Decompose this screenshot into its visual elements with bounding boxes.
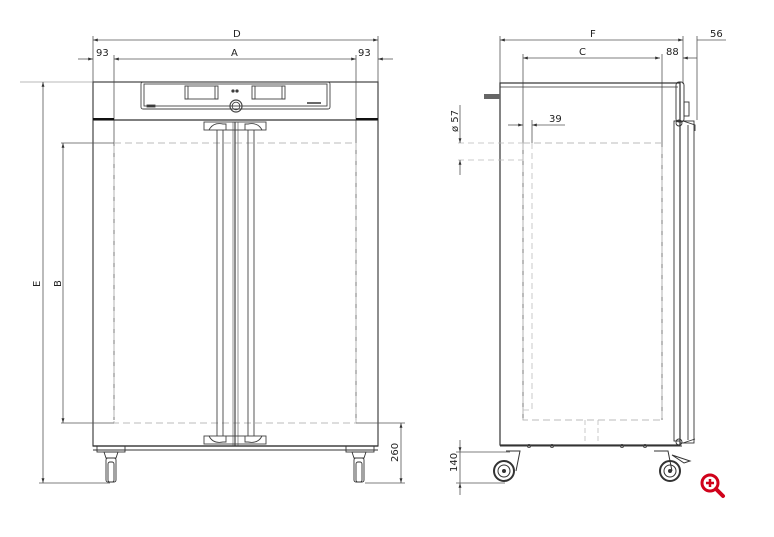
dimension-label-140: 140 xyxy=(449,453,460,472)
dimension-label-260: 260 xyxy=(390,443,401,462)
dimension-label-left-93: 93 xyxy=(96,48,109,59)
door-handles xyxy=(203,121,267,446)
caster-right xyxy=(345,445,375,483)
dimension-label-88: 88 xyxy=(666,47,679,58)
dimension-label-39: 39 xyxy=(549,114,562,125)
side-cabinet-body xyxy=(499,82,681,446)
dimension-label-e: E xyxy=(32,281,43,287)
side-interior-outline xyxy=(522,142,663,421)
cable-gland-icon xyxy=(484,94,500,99)
dimension-label-f: F xyxy=(590,29,596,40)
control-panel xyxy=(140,81,331,113)
dimension-label-b: B xyxy=(53,280,64,287)
display-right xyxy=(254,85,283,100)
dimension-f xyxy=(499,36,726,120)
dimension-label-c: C xyxy=(579,47,586,58)
dimension-e xyxy=(39,82,110,484)
side-door xyxy=(673,81,696,446)
zoom-in-icon xyxy=(700,473,725,498)
side-view: F 56 C 88 39 ø 57 xyxy=(449,29,726,495)
zoom-in-button[interactable] xyxy=(700,473,726,499)
dimension-label-right-93: 93 xyxy=(358,48,371,59)
base-holes xyxy=(527,443,648,448)
dimension-c xyxy=(522,54,697,420)
display-left xyxy=(187,85,216,100)
side-caster-front-braked xyxy=(654,450,692,482)
dimension-label-a: A xyxy=(231,48,238,59)
dimension-label-56: 56 xyxy=(710,29,723,40)
dimension-label-d: D xyxy=(233,29,241,40)
dimension-39 xyxy=(508,120,565,143)
front-view: D A 93 93 xyxy=(20,29,405,484)
dimension-label-diameter-57: ø 57 xyxy=(450,110,461,132)
dimension-260 xyxy=(356,422,405,484)
caster-left xyxy=(96,445,126,483)
dimension-140 xyxy=(456,440,510,495)
side-caster-rear xyxy=(493,450,521,482)
dimension-b xyxy=(61,142,114,424)
control-knob-icon xyxy=(229,99,243,113)
